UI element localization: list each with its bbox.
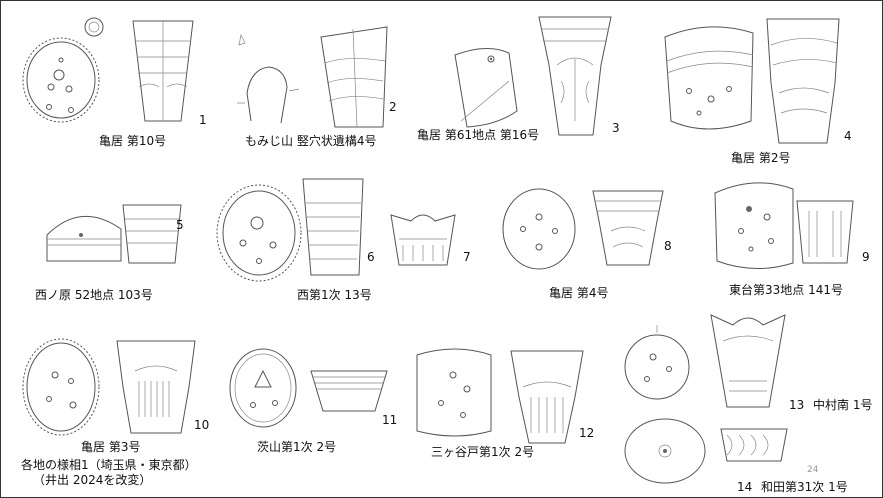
slide-caption-source: （井出 2024を改変） xyxy=(33,473,152,487)
pit-plan-drawing-11 xyxy=(229,348,297,428)
pit-plan-drawing-10 xyxy=(22,338,100,436)
pit-plan-drawing-9 xyxy=(714,182,794,270)
site-label: 茨山第1次 2号 xyxy=(257,440,337,454)
site-label: 亀居 第3号 xyxy=(81,440,141,454)
pit-plan-drawing-12 xyxy=(416,348,492,437)
site-label: 亀居 第4号 xyxy=(549,286,609,300)
page-number: 24 xyxy=(807,465,819,475)
pottery-vessel-drawing-5 xyxy=(122,204,182,264)
site-label: 和田第31次 1号 xyxy=(761,480,848,494)
figure-number: 11 xyxy=(382,413,398,427)
pit-plan-drawing-6 xyxy=(216,184,302,282)
pottery-vessel-drawing-1 xyxy=(132,20,194,122)
figure-number: 10 xyxy=(194,418,210,432)
pottery-vessel-drawing-4 xyxy=(766,18,840,144)
figure-number: 9 xyxy=(862,250,870,264)
site-label: 中村南 1号 xyxy=(813,398,873,412)
pit-plan-drawing-5 xyxy=(46,216,122,262)
pottery-vessel-drawing-9 xyxy=(796,200,854,264)
figure-number: 4 xyxy=(844,129,852,143)
pottery-vessel-drawing-8 xyxy=(592,190,664,266)
slide-caption-title: 各地の様相1（埼玉県・東京都） xyxy=(21,458,197,472)
pottery-vessel-drawing-11 xyxy=(310,370,388,412)
pottery-vessel-drawing-2 xyxy=(320,26,388,128)
figure-number: 13 xyxy=(789,398,805,412)
figure-number: 2 xyxy=(389,100,397,114)
figure-number: 1 xyxy=(199,113,207,127)
pit-plan-drawing-4 xyxy=(664,26,754,130)
figure-number: 8 xyxy=(664,239,672,253)
figure-number: 14 xyxy=(737,480,753,494)
pit-plan-drawing-13 xyxy=(624,325,690,400)
site-label: 亀居 第10号 xyxy=(99,134,167,148)
figure-number: 6 xyxy=(367,250,375,264)
site-label: 東台第33地点 141号 xyxy=(729,283,843,297)
pottery-vessel-drawing-14 xyxy=(720,428,788,462)
site-label: 三ヶ谷戸第1次 2号 xyxy=(431,445,535,459)
figure-number: 12 xyxy=(579,426,595,440)
figure-number: 3 xyxy=(612,121,620,135)
pit-plan-drawing-14 xyxy=(624,418,706,484)
pit-plan-drawing-3 xyxy=(454,48,518,128)
figure-number: 5 xyxy=(176,218,184,232)
pottery-vessel-drawing-3 xyxy=(538,16,612,136)
site-label: 西第1次 13号 xyxy=(297,288,372,302)
site-label: もみじ山 竪穴状遺構4号 xyxy=(245,134,377,148)
pit-plan-drawing-8 xyxy=(502,188,576,270)
pottery-vessel-drawing-7 xyxy=(390,214,456,266)
pit-plan-drawing-2 xyxy=(237,33,300,124)
site-label: 亀居 第61地点 第16号 xyxy=(417,128,540,142)
pottery-vessel-drawing-6 xyxy=(302,178,364,276)
site-label: 亀居 第2号 xyxy=(731,151,791,165)
pottery-vessel-drawing-10 xyxy=(116,340,196,434)
figure-number: 7 xyxy=(463,250,471,264)
pottery-vessel-drawing-12 xyxy=(510,350,584,444)
site-label: 西ノ原 52地点 103号 xyxy=(35,288,153,302)
pottery-vessel-drawing-13 xyxy=(710,314,786,408)
pit-plan-drawing-1 xyxy=(22,17,104,123)
